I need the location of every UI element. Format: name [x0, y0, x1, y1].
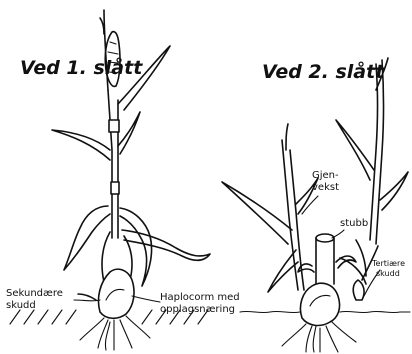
regrowth-label-line2: vekst [312, 182, 339, 193]
secondary-shoots-label-line1: Sekundære [6, 288, 63, 299]
right-plant-drawing [222, 58, 410, 352]
haplocorm-label-line1: Haplocorm med [160, 292, 240, 303]
stubble-label: stubb [340, 218, 368, 229]
left-panel-title: Ved 1. slått [20, 55, 143, 79]
secondary-shoots-label-line2: skudd [6, 300, 36, 311]
regrowth-label-line1: Gjen- [312, 170, 339, 181]
tertiary-shoots-label-line1: Tertiære [371, 259, 405, 268]
right-panel-title: Ved 2. slått [262, 59, 385, 83]
haplocorm-label-line2: opplagsnæring [160, 304, 235, 315]
tertiary-shoots-label-line2: skudd [376, 269, 400, 278]
